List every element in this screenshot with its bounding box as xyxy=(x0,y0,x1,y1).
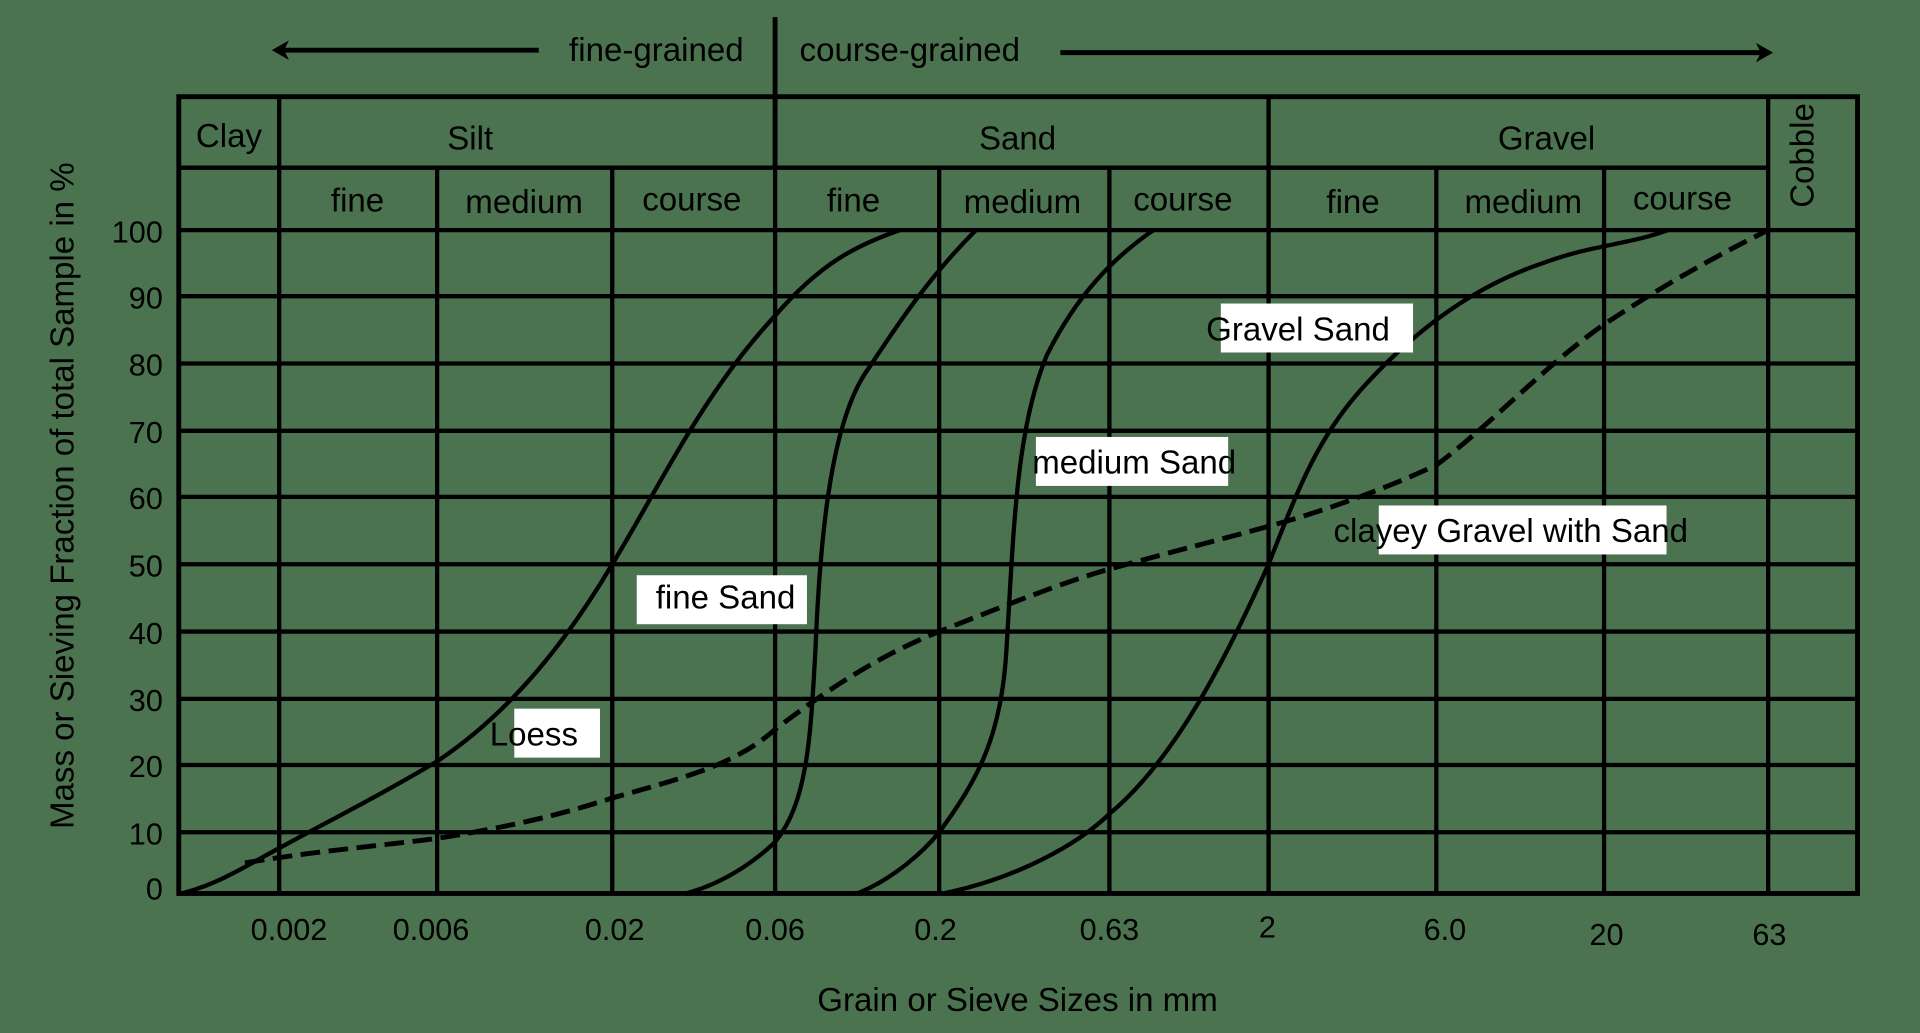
gravel-medium: medium xyxy=(1464,184,1582,221)
svg-text:0.2: 0.2 xyxy=(914,913,957,947)
x-axis-ticks: 0.002 0.006 0.02 0.06 0.2 0.63 2 6.0 20 … xyxy=(251,911,1787,952)
label-clayey-gravel-with-sand: clayey Gravel with Sand xyxy=(1333,513,1688,550)
curve-fine-sand xyxy=(685,228,978,896)
band-clay: Clay xyxy=(196,118,263,155)
curve-clayey-gravel-with-sand xyxy=(244,227,1770,866)
svg-text:0.06: 0.06 xyxy=(745,913,805,947)
svg-text:60: 60 xyxy=(129,482,163,516)
svg-text:30: 30 xyxy=(129,684,163,718)
band-cobble: Cobble xyxy=(1784,103,1821,208)
label-medium-sand: medium Sand xyxy=(1032,445,1236,482)
label-fine-sand: fine Sand xyxy=(647,579,796,616)
svg-text:80: 80 xyxy=(129,349,163,383)
curve-labels: Loess fine Sand medium Sand Gravel Sand … xyxy=(490,303,1688,758)
svg-text:0.006: 0.006 xyxy=(393,913,470,947)
sand-course: course xyxy=(1133,182,1232,219)
svg-text:20: 20 xyxy=(129,750,163,784)
right-arrow-icon xyxy=(1755,42,1774,63)
y-axis-ticks: 100 90 80 70 60 50 40 30 20 10 0 xyxy=(112,215,163,906)
silt-medium: medium xyxy=(465,184,583,221)
fine-grained-label: fine-grained xyxy=(569,32,744,69)
svg-text:0.02: 0.02 xyxy=(585,913,645,947)
silt-course: course xyxy=(642,182,741,219)
label-gravel-sand: Gravel Sand xyxy=(1206,311,1390,348)
svg-text:63: 63 xyxy=(1752,918,1786,952)
band-sand: Sand xyxy=(979,120,1056,157)
svg-text:90: 90 xyxy=(129,281,163,315)
band-silt: Silt xyxy=(447,120,493,157)
course-grained-label: course-grained xyxy=(800,32,1020,69)
svg-text:20: 20 xyxy=(1590,918,1624,952)
curve-gravel-sand xyxy=(942,228,1669,896)
svg-text:40: 40 xyxy=(129,617,163,651)
sand-fine: fine xyxy=(827,183,880,220)
y-gridlines xyxy=(178,294,1858,835)
gravel-course: course xyxy=(1633,180,1732,217)
grain-class-annotation: fine-grained course-grained xyxy=(271,17,1774,167)
x-axis-label: Grain or Sieve Sizes in mm xyxy=(817,982,1217,1019)
curve-medium-sand xyxy=(856,228,1155,896)
band-gravel: Gravel xyxy=(1498,120,1595,157)
label-loess: Loess xyxy=(490,716,578,753)
sand-medium: medium xyxy=(964,184,1082,221)
silt-fine: fine xyxy=(331,183,384,220)
svg-text:6.0: 6.0 xyxy=(1424,913,1467,947)
y-axis-label: Mass or Sieving Fraction of total Sample… xyxy=(44,162,81,829)
curves xyxy=(180,227,1770,896)
svg-text:0: 0 xyxy=(146,873,163,907)
svg-text:0.002: 0.002 xyxy=(251,913,328,947)
left-arrow-icon xyxy=(271,40,289,60)
svg-text:0.63: 0.63 xyxy=(1080,913,1140,947)
gravel-fine: fine xyxy=(1326,184,1379,221)
svg-text:10: 10 xyxy=(129,818,163,852)
svg-text:70: 70 xyxy=(129,416,163,450)
svg-text:2: 2 xyxy=(1259,911,1276,945)
curve-loess xyxy=(180,228,901,896)
svg-text:50: 50 xyxy=(129,549,163,583)
svg-text:100: 100 xyxy=(112,215,163,249)
